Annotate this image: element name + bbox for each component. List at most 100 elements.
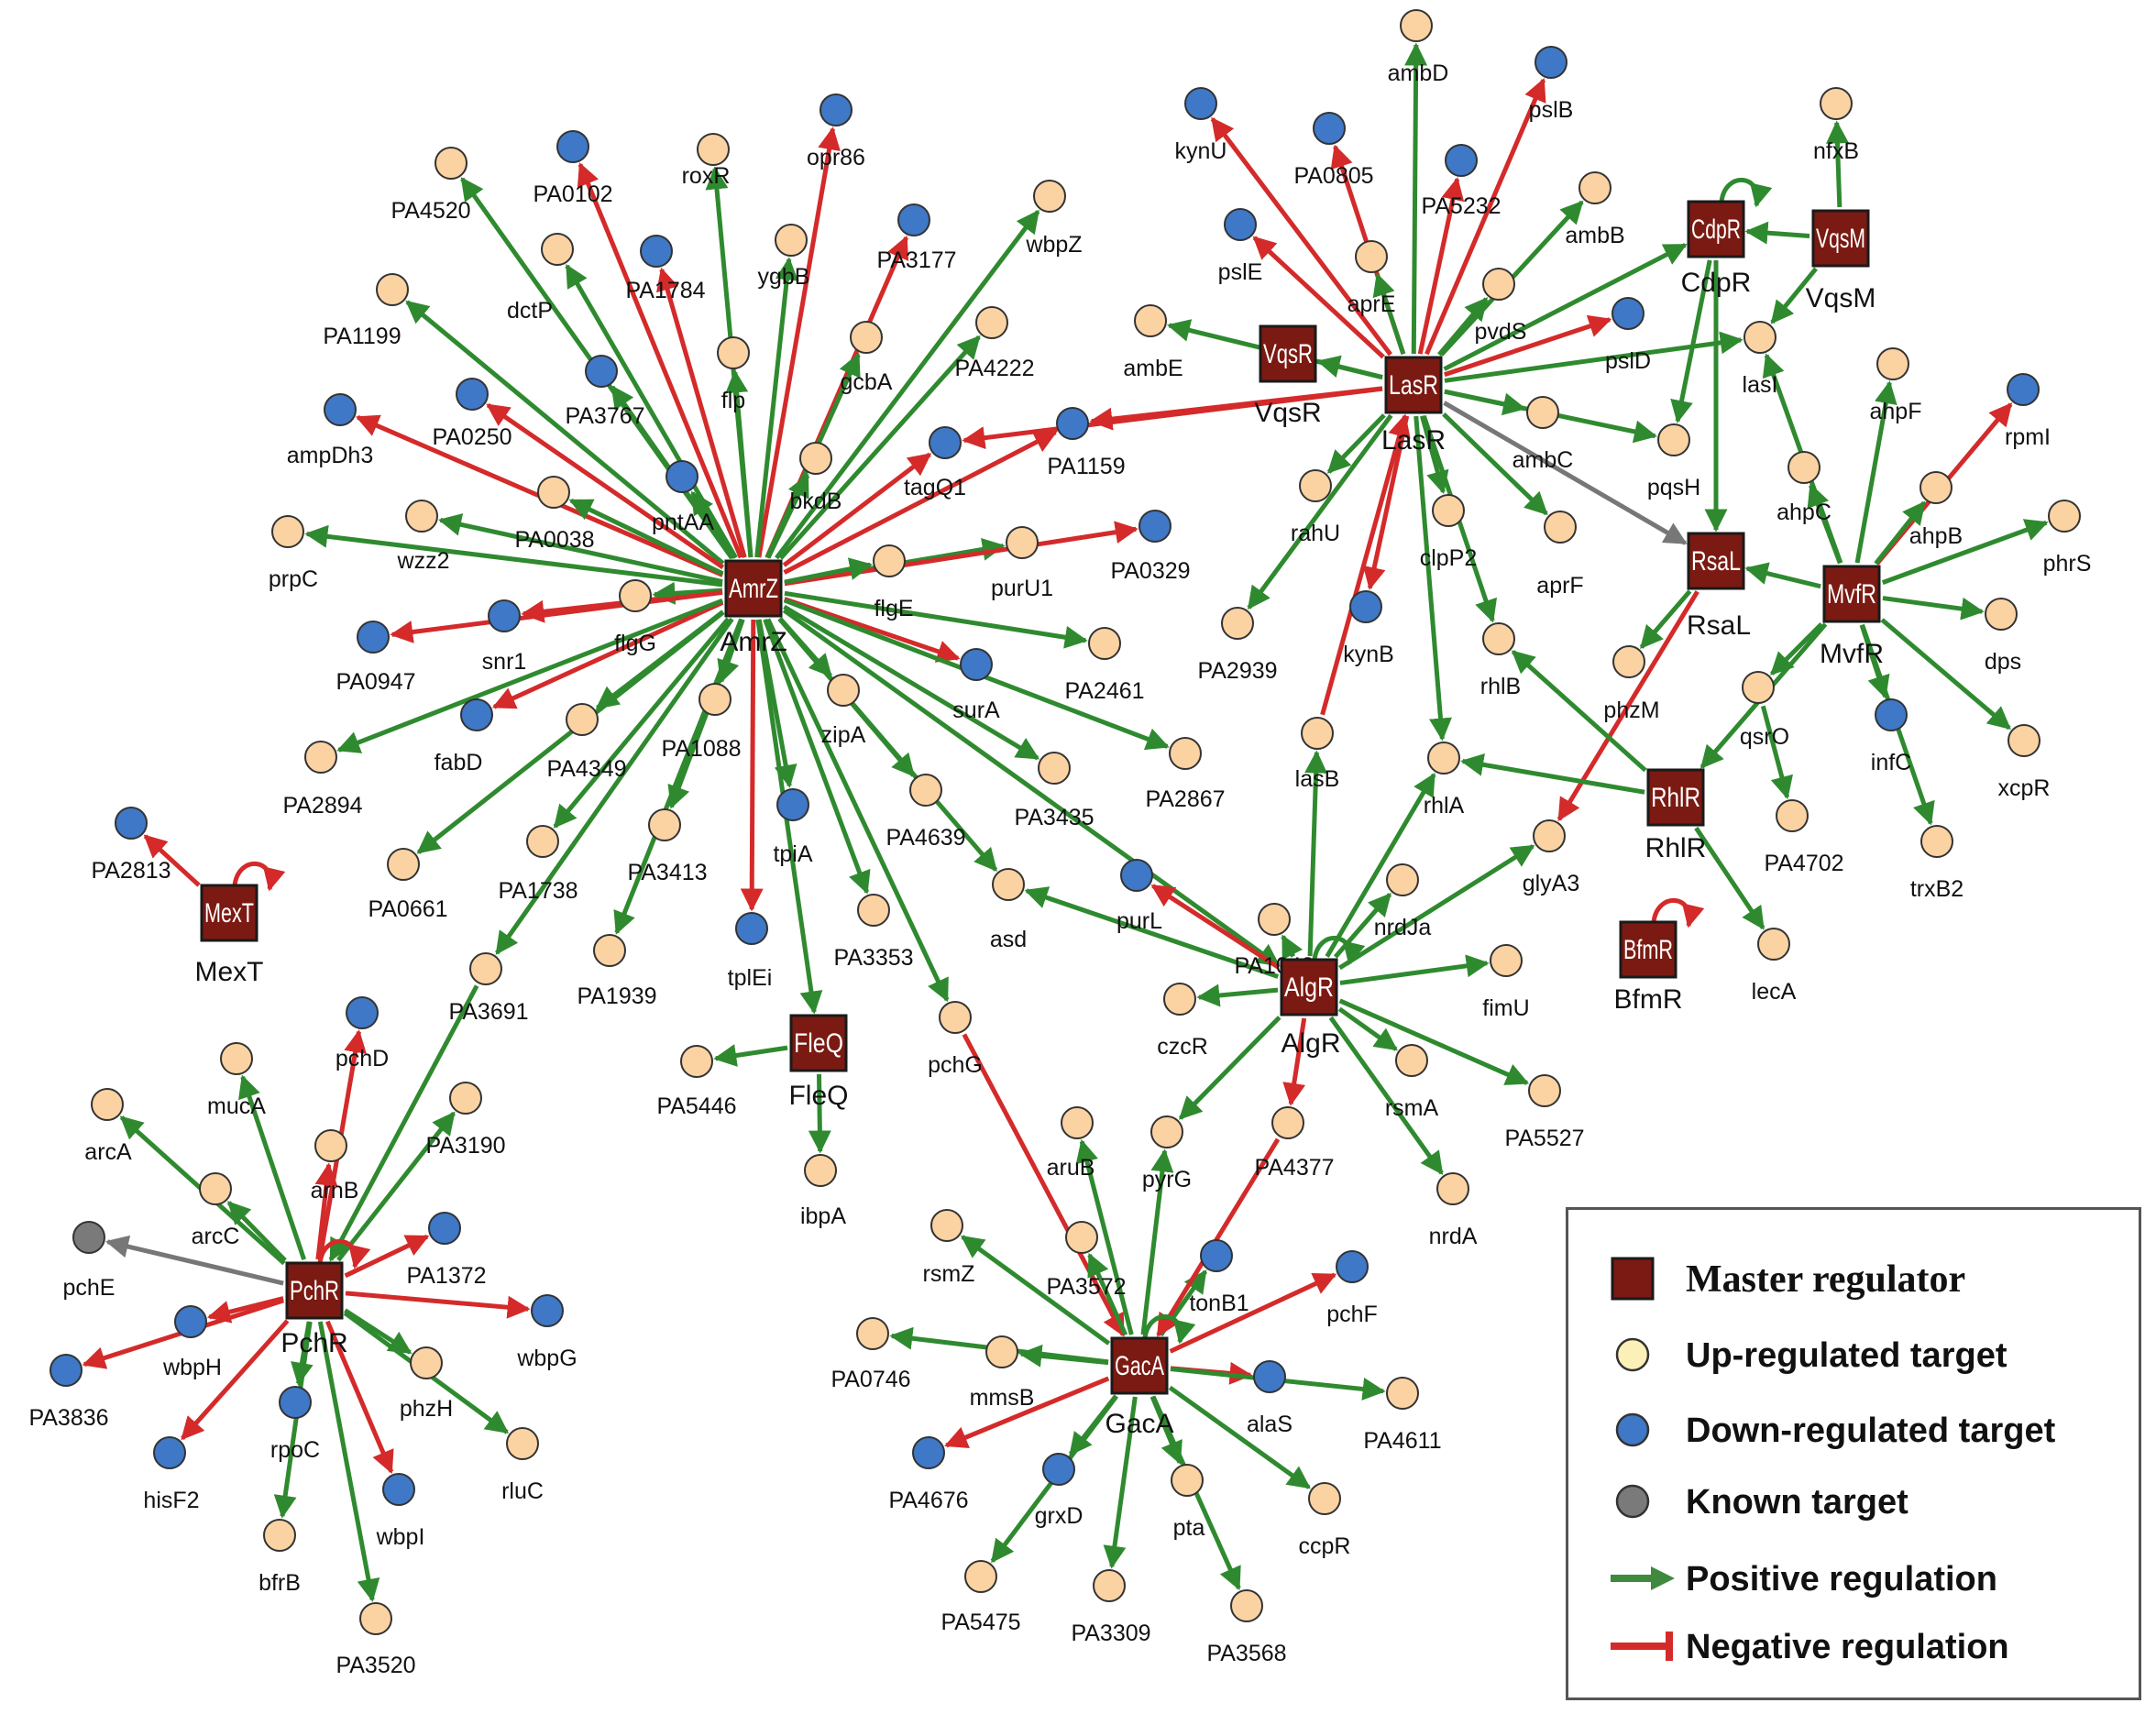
target-node-PA1372 (428, 1212, 461, 1245)
edge-LasR-rahU (1326, 413, 1386, 474)
target-label-PA2867: PA2867 (1145, 786, 1225, 812)
edge-AmrZ-PA1159 (783, 430, 1058, 575)
target-label-phrS: phrS (2043, 551, 2092, 577)
edge-AlgR-purL (1150, 884, 1281, 970)
edge-PchR-wbpI (324, 1320, 394, 1474)
master-node-MvfR (1822, 565, 1881, 623)
master-inner-label-AmrZ: AmrZ (729, 574, 778, 604)
edge-LasR-PA5232 (1417, 177, 1465, 355)
master-label-FleQ: FleQ (788, 1081, 848, 1111)
target-node-alaS (1253, 1360, 1286, 1393)
target-label-rhlB: rhlB (1480, 674, 1521, 699)
edge-PchR-arcC (226, 1201, 287, 1262)
master-node-AmrZ (724, 559, 783, 618)
master-node-RhlR (1646, 768, 1705, 827)
target-label-pyrG: pyrG (1142, 1167, 1192, 1192)
edge-AmrZ-PA0038 (568, 498, 724, 577)
target-label-fabD: fabD (434, 750, 483, 775)
target-label-tplEi: tplEi (728, 965, 773, 991)
target-label-PA2894: PA2894 (282, 793, 362, 819)
target-node-aprE (1355, 240, 1388, 273)
edge-PchR-PA3190 (336, 1111, 456, 1262)
target-node-PA1738 (526, 825, 559, 858)
target-node-dps (1985, 598, 2018, 631)
edge-LasR-aprE (1372, 272, 1406, 355)
target-node-PA4377 (1271, 1106, 1304, 1139)
edge-AmrZ-prpC (304, 524, 723, 588)
target-label-kynB: kynB (1343, 642, 1394, 667)
edge-RhlR-rhlA (1460, 753, 1645, 795)
target-label-phzM: phzM (1603, 698, 1659, 723)
target-label-aruB: aruB (1047, 1155, 1095, 1181)
target-node-PA3691 (469, 952, 502, 985)
target-node-asd (992, 868, 1025, 901)
self-loop-PchR (317, 1238, 371, 1269)
edge-AmrZ-PA1784 (656, 267, 747, 558)
master-inner-label-MexT: MexT (204, 898, 254, 928)
target-node-ccpR (1308, 1482, 1341, 1515)
edge-AmrZ-ygbB (754, 257, 798, 558)
edge-LasR-clpP2 (1419, 415, 1449, 495)
target-node-PA3190 (449, 1082, 482, 1115)
edge-GacA-PA3572 (1087, 1252, 1128, 1336)
target-label-PA0661: PA0661 (368, 896, 447, 922)
target-node-ambC (1526, 396, 1559, 429)
target-label-PA3177: PA3177 (876, 247, 956, 273)
master-label-VqsR: VqsR (1254, 398, 1321, 428)
target-node-wzz2 (405, 500, 438, 533)
up-regulated-swatch (1607, 1327, 1658, 1382)
edge-LasR-rhlA (1414, 415, 1452, 742)
target-node-arcA (91, 1088, 124, 1121)
target-node-PA3353 (857, 894, 890, 927)
target-node-nrdA (1436, 1172, 1469, 1205)
legend: Master regulator Up-regulated target Dow… (1566, 1207, 2141, 1700)
target-label-PA3309: PA3309 (1071, 1621, 1150, 1646)
legend-label-master: Master regulator (1686, 1258, 1966, 1301)
edge-AmrZ-PA3353 (763, 618, 871, 895)
edge-GacA-pyrG (1140, 1148, 1174, 1335)
edge-GacA-ccpR (1168, 1385, 1311, 1489)
target-label-ccpR: ccpR (1299, 1533, 1351, 1559)
target-label-PA0746: PA0746 (830, 1367, 910, 1392)
edge-AlgR-fimU (1339, 954, 1490, 985)
target-node-PA1199 (376, 273, 409, 306)
target-node-clpP2 (1432, 494, 1465, 527)
target-node-tonB1 (1200, 1239, 1233, 1272)
edge-LasR-kynB (1362, 415, 1410, 590)
target-node-PA2867 (1169, 737, 1202, 770)
target-label-surA: surA (952, 698, 1000, 723)
master-node-GacA (1110, 1336, 1169, 1395)
target-node-wbpZ (1033, 180, 1066, 213)
edge-LasR-pslD (1444, 314, 1612, 378)
target-node-purL (1120, 859, 1153, 892)
target-node-PA1159 (1056, 407, 1089, 440)
target-label-grxD: grxD (1035, 1503, 1084, 1529)
target-label-phzH: phzH (400, 1396, 453, 1422)
target-node-wbpG (531, 1294, 564, 1327)
target-node-bkdB (799, 442, 832, 475)
edge-MvfR-phrS (1881, 519, 2049, 585)
edge-FleQ-PA5446 (713, 1044, 788, 1067)
target-node-czcR (1163, 983, 1196, 1016)
target-node-rpoC (279, 1386, 312, 1419)
target-node-PA5475 (964, 1560, 997, 1593)
target-node-ahpF (1876, 347, 1909, 380)
target-node-wbpI (382, 1473, 415, 1506)
target-label-xcpR: xcpR (1998, 775, 2051, 801)
target-label-flgE: flgE (874, 596, 913, 621)
target-node-pntAA (666, 460, 698, 493)
target-node-PA0947 (357, 621, 390, 654)
target-node-xcpR (2008, 724, 2040, 757)
target-label-PA1159: PA1159 (1047, 454, 1125, 479)
target-label-PA2813: PA2813 (91, 858, 170, 884)
target-label-kynU: kynU (1175, 138, 1227, 164)
master-inner-label-CdpR: CdpR (1691, 214, 1741, 245)
target-node-arcC (199, 1172, 232, 1205)
target-node-aruB (1061, 1106, 1094, 1139)
edge-AlgR-rsmA (1337, 1006, 1398, 1051)
target-label-PA5232: PA5232 (1421, 193, 1501, 219)
target-label-rluC: rluC (501, 1478, 544, 1504)
edge-MexT-PA2813 (143, 834, 201, 887)
target-label-PA4676: PA4676 (888, 1488, 968, 1513)
